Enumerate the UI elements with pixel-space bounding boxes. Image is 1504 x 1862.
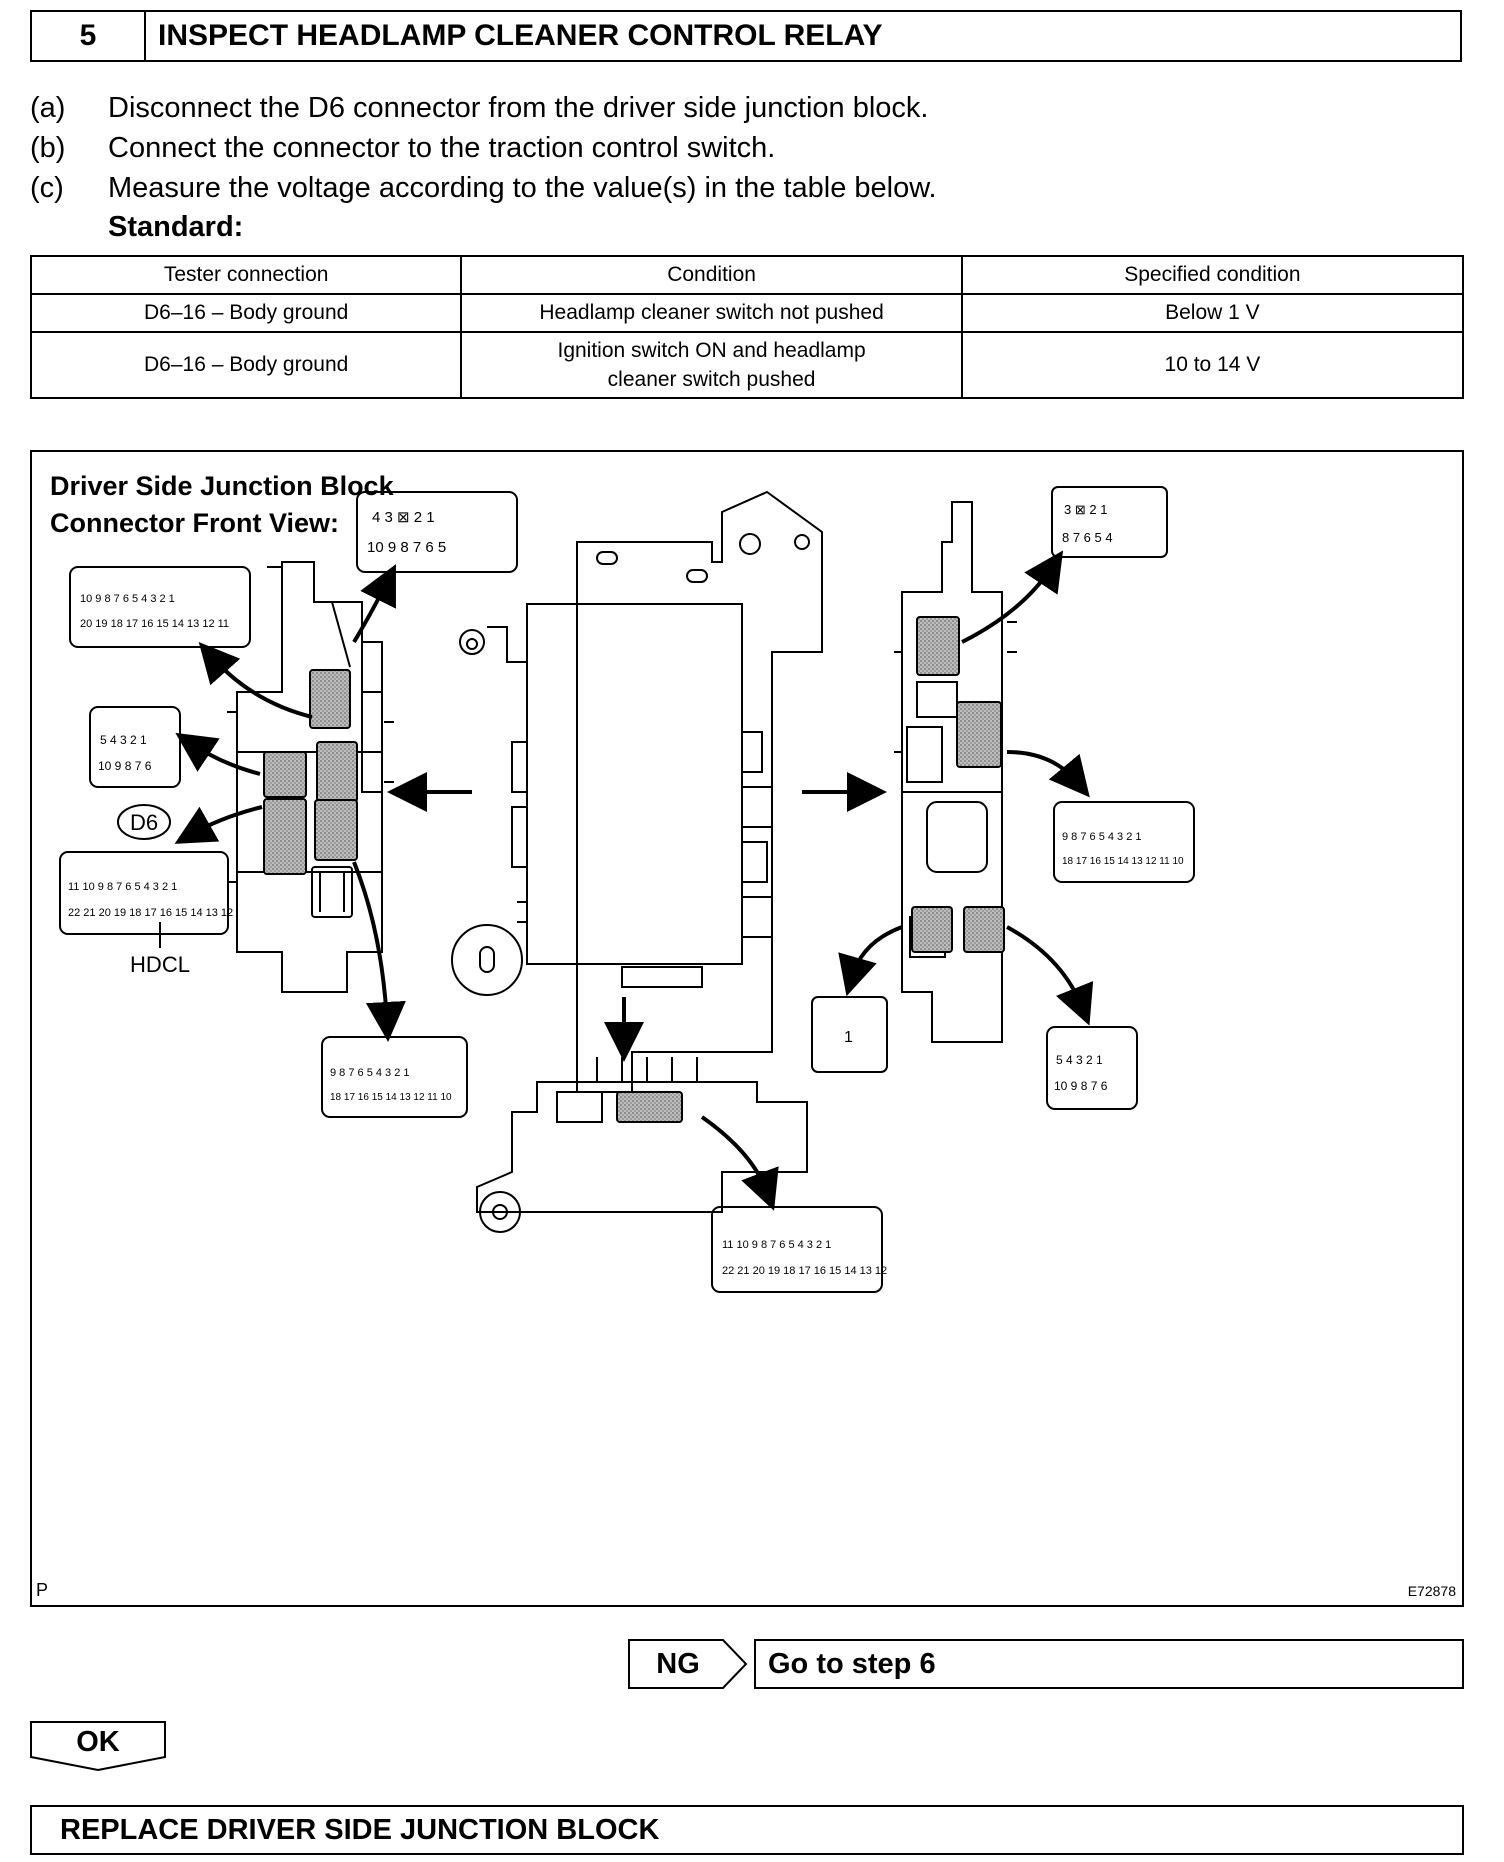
connector-slot-d6 (263, 798, 307, 875)
svg-text:11 10 9 8 7 6 5 4 3 2: 11 10 9 8 7 6 5 4 3 2 1 (722, 1239, 831, 1251)
instruction-letter: (b) (30, 131, 66, 164)
step-header: 5 INSPECT HEADLAMP CLEANER CONTROL RELAY (30, 10, 1462, 62)
arrow (198, 642, 313, 719)
svg-text:22 21 20 19 18 17 16 15 14 13: 22 21 20 19 18 17 16 15 14 13 12 (68, 907, 233, 919)
standard-label: Standard: (108, 210, 244, 243)
instructions: (a) Disconnect the D6 connector from the… (30, 88, 937, 246)
instruction-letter: (c) (30, 171, 64, 204)
instruction-item: (c) Measure the voltage according to the… (30, 168, 937, 208)
connector-slot (911, 906, 953, 953)
connector-slot (616, 1091, 683, 1123)
instruction-text: Disconnect the D6 connector from the dri… (108, 91, 929, 124)
ok-arrow-shape (30, 1721, 166, 1771)
svg-text:20 19 18 17 16 15 14 13 12 11: 20 19 18 17 16 15 14 13 12 11 (80, 618, 229, 630)
connector-face-single-pin: 1 (811, 996, 888, 1073)
junction-block-figure: Driver Side Junction Block Connector Fro… (30, 450, 1464, 1607)
pin-label: HDCL (130, 952, 190, 977)
step-title: INSPECT HEADLAMP CLEANER CONTROL RELAY (158, 19, 883, 52)
connector-face: 11 10 9 8 7 6 5 4 3 2 1 22 21 20 19 18 1… (711, 1206, 887, 1293)
ng-tag: NG (628, 1639, 748, 1689)
figure-title-line: Driver Side Junction Block (50, 471, 394, 501)
table-cell: 10 to 14 V (960, 331, 1465, 399)
right-junction-block (894, 501, 1017, 1043)
final-action: REPLACE DRIVER SIDE JUNCTION BLOCK (30, 1805, 1464, 1855)
instruction-text: Connect the connector to the traction co… (108, 131, 776, 164)
ok-tag: OK (30, 1721, 166, 1771)
left-junction-block (227, 561, 394, 993)
connector-face: 5 4 3 2 1 10 9 8 7 6 (89, 706, 181, 788)
arrow (961, 550, 1064, 644)
table-row: D6–16 – Body ground Headlamp cleaner swi… (29, 293, 1465, 333)
connector-face: 3 ⊠ 2 1 8 7 6 5 4 (1051, 486, 1168, 558)
arrow (700, 1115, 779, 1211)
connector-face: 5 4 3 2 1 10 9 8 7 6 (1046, 1026, 1138, 1110)
step-number: 5 (32, 12, 146, 60)
svg-text:18 17 16 15 14 13 12 11 10: 18 17 16 15 14 13 12 11 10 (330, 1092, 452, 1103)
table-cell: Below 1 V (960, 293, 1465, 333)
d6-callout (117, 804, 171, 840)
arrow (838, 925, 903, 997)
table-row: D6–16 – Body ground Ignition switch ON a… (29, 331, 1465, 399)
single-pin-label: 1 (844, 1029, 853, 1046)
figure-id: E72878 (1407, 1583, 1456, 1599)
figure-title-line: Connector Front View: (50, 508, 340, 538)
connector-face-d6: 11 10 9 8 7 6 5 4 3 2 1 22 21 20 19 18 1… (59, 851, 233, 948)
table-cell: Ignition switch ON and headlamp cleaner … (460, 331, 963, 399)
arrow (352, 861, 406, 1042)
svg-text:11 10 9 8 7 6 5 4 3 2: 11 10 9 8 7 6 5 4 3 2 1 (68, 881, 177, 893)
connector-face: 10 9 8 7 6 5 4 3 2 1 20 19 18 17 16 15 1… (69, 566, 251, 648)
column-header: Condition (460, 255, 963, 295)
svg-text:5 4 3 2 1: 5 4 3 2 1 (100, 733, 147, 747)
connector-face: 9 8 7 6 5 4 3 2 1 18 17 16 15 14 13 12 1… (1053, 801, 1195, 883)
figure-corner-letter: P (36, 1580, 49, 1600)
arrow (174, 805, 263, 844)
connector-slot (314, 799, 358, 861)
svg-text:10 9 8 7 6: 10 9 8 7 6 (98, 759, 152, 773)
connector-slot (963, 906, 1005, 953)
svg-text:4 3 ⊠ 2 1: 4 3 ⊠ 2 1 (372, 509, 435, 526)
spec-table: Tester connection Condition Specified co… (29, 255, 1465, 399)
column-header: Specified condition (960, 255, 1465, 295)
arrow (1006, 925, 1094, 1026)
ok-label: OK (76, 1725, 120, 1758)
instruction-item: (a) Disconnect the D6 connector from the… (30, 88, 937, 128)
svg-text:9 8 7 6 5 4 3 2 1: 9 8 7 6 5 4 3 2 1 (330, 1067, 410, 1079)
svg-text:8 7 6 5 4: 8 7 6 5 4 (1062, 530, 1113, 545)
svg-text:18 17 16 15 14 13 12 11 10: 18 17 16 15 14 13 12 11 10 (1062, 856, 1184, 867)
go-to-step-link[interactable]: Go to step 6 (754, 1639, 1464, 1689)
svg-text:10 9 8 7 6: 10 9 8 7 6 (1054, 1079, 1108, 1093)
connector-slot (263, 751, 307, 798)
svg-text:5 4 3 2 1: 5 4 3 2 1 (1056, 1053, 1103, 1067)
connector-slot (316, 741, 358, 803)
svg-text:22 21 20 19 18 17 16 15 14 13: 22 21 20 19 18 17 16 15 14 13 12 (722, 1265, 887, 1277)
svg-text:3 ⊠ 2 1: 3 ⊠ 2 1 (1064, 502, 1107, 517)
instruction-item: (b) Connect the connector to the tractio… (30, 128, 937, 168)
figure-title: Driver Side Junction Block Connector Fro… (50, 468, 394, 542)
svg-text:10 9 8 7 6 5: 10 9 8 7 6 5 (367, 539, 446, 556)
table-cell: D6–16 – Body ground (29, 293, 463, 333)
svg-text:9 8 7 6 5 4 3 2 1: 9 8 7 6 5 4 3 2 1 (1062, 831, 1142, 843)
arrow (352, 564, 396, 644)
bottom-junction-block (476, 1057, 808, 1233)
instruction-text: Measure the voltage according to the val… (108, 171, 937, 204)
svg-text:10 9 8 7 6 5 4 3 2 1: 10 9 8 7 6 5 4 3 2 1 (80, 593, 175, 605)
connector-slot (309, 669, 351, 729)
table-cell: D6–16 – Body ground (29, 331, 463, 399)
connector-face: 9 8 7 6 5 4 3 2 1 18 17 16 15 14 13 12 1… (321, 1036, 468, 1118)
arrow (1006, 750, 1090, 798)
ng-label: NG (656, 1647, 700, 1680)
junction-block-diagram: 4 3 ⊠ 2 1 10 9 8 7 6 5 10 9 8 7 6 5 4 3 … (59, 486, 1195, 1293)
column-header: Tester connection (29, 255, 463, 295)
instruction-letter: (a) (30, 91, 66, 124)
table-header-row: Tester connection Condition Specified co… (29, 255, 1465, 295)
connector-slot (956, 701, 1002, 768)
arrow (175, 732, 261, 776)
connector-slot (916, 616, 960, 676)
center-ecu (451, 490, 823, 1093)
table-cell: Headlamp cleaner switch not pushed (460, 293, 963, 333)
connector-face: 4 3 ⊠ 2 1 10 9 8 7 6 5 (356, 491, 518, 573)
ng-arrow-shape (628, 1639, 748, 1689)
ng-result-row: NG Go to step 6 (628, 1639, 1464, 1689)
connector-label: D6 (130, 810, 158, 835)
